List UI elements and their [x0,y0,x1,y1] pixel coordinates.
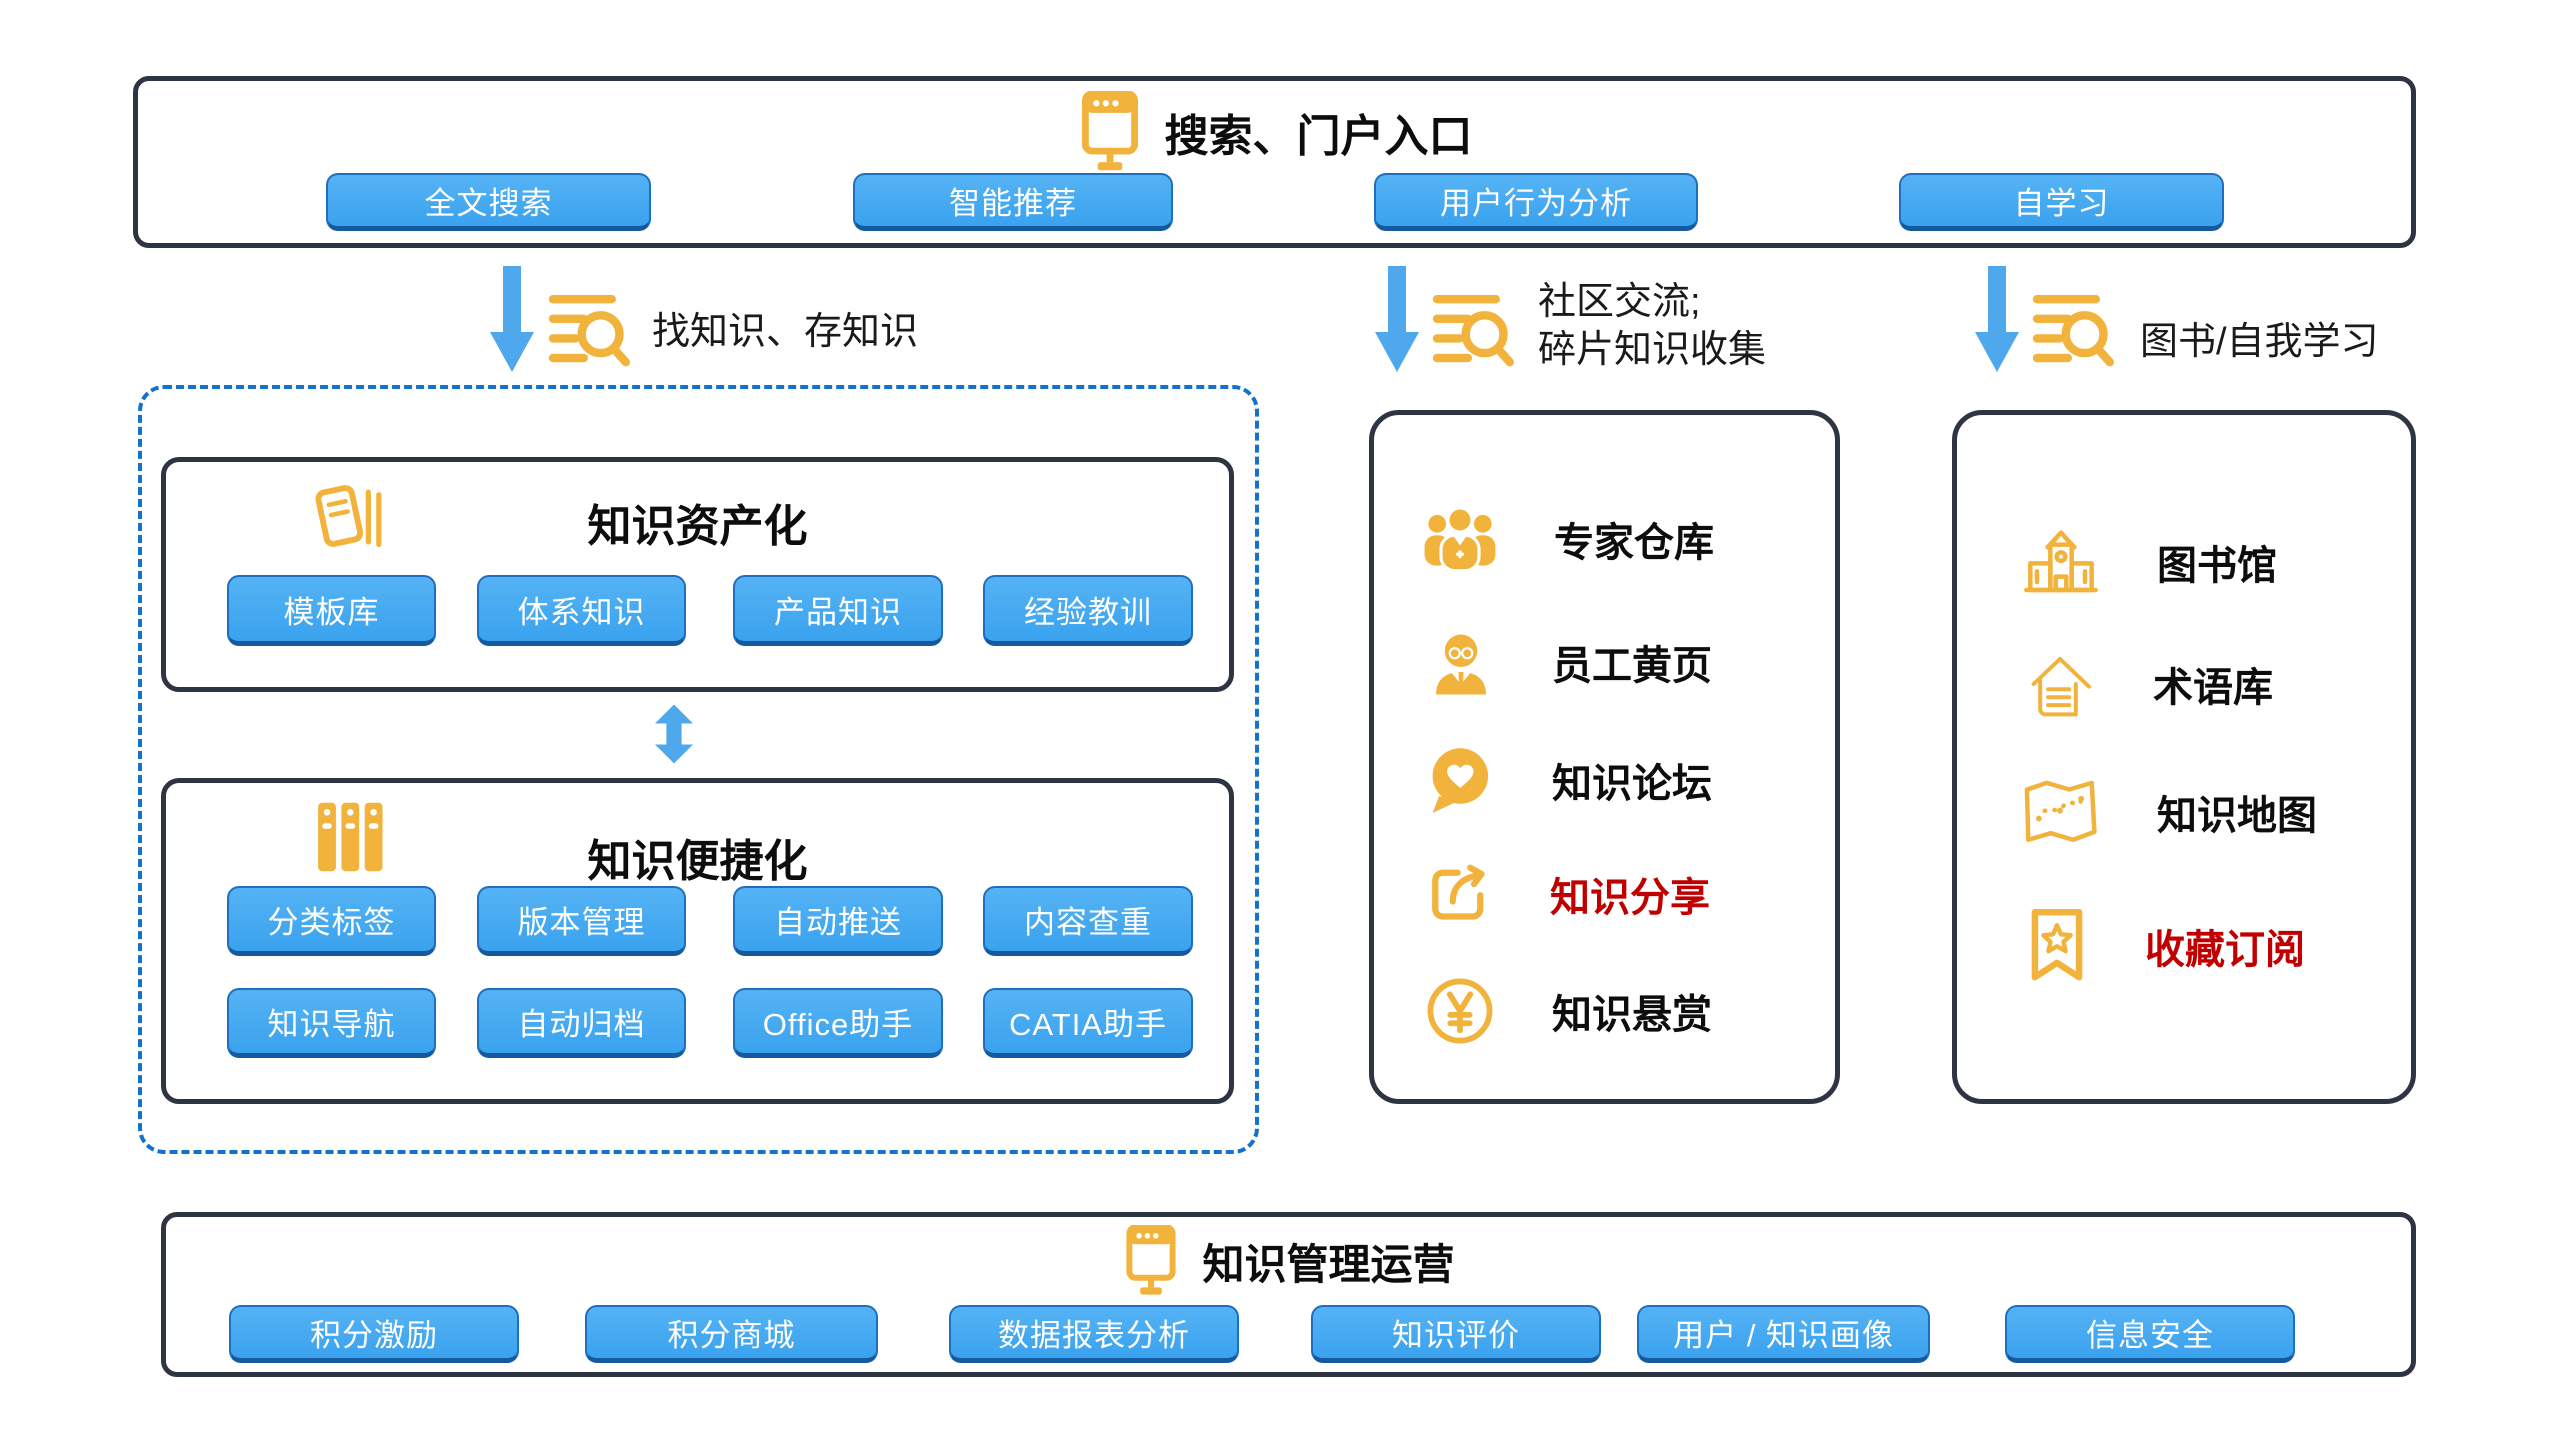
fulltext-search-button[interactable]: 全文搜索 [326,173,651,231]
catia-assistant-button[interactable]: CATIA助手 [983,988,1193,1058]
map-icon [2019,777,2101,847]
community-panel: 专家仓库 员工黄页 知识论坛 [1369,410,1840,1104]
down-arrow-icon [490,266,534,372]
self-learning-button[interactable]: 自学习 [1899,173,2224,231]
lessons-learned-button[interactable]: 经验教训 [983,575,1193,646]
asset-title: 知识资产化 [587,502,808,551]
list-item[interactable]: 知识地图 [2019,777,2317,847]
portal-panel: 搜索、门户入口 全文搜索 智能推荐 用户行为分析 自学习 [133,76,2416,248]
notebook-icon [312,484,388,550]
flow-label-find-store: 找知识、存知识 [652,311,919,353]
convenience-panel: 知识便捷化 分类标签 版本管理 自动推送 内容查重 知识导航 自动归档 Offi… [161,778,1234,1104]
list-item[interactable]: 图书馆 [2021,525,2277,599]
library-panel: 图书馆 术语库 知识地图 [1952,410,2416,1104]
down-arrow-icon [1975,266,2019,372]
library-icon [2021,525,2101,599]
product-knowledge-button[interactable]: 产品知识 [733,575,943,646]
flow-label-community-line1: 社区交流; [1538,281,1701,323]
chat-heart-icon [1422,743,1496,817]
item-label: 知识悬赏 [1552,993,1712,1037]
information-security-button[interactable]: 信息安全 [2005,1305,2295,1363]
list-item[interactable]: 知识分享 [1424,859,1710,929]
kiosk-icon [1077,91,1143,173]
flow-label-community: 社区交流; 碎片知识收集 [1538,278,1766,374]
operations-title: 知识管理运营 [1202,1240,1455,1288]
item-label: 图书馆 [2157,544,2277,588]
list-item[interactable]: 员工黄页 [1426,627,1712,697]
content-dedup-button[interactable]: 内容查重 [983,886,1193,956]
flow-label-community-line2: 碎片知识收集 [1538,329,1767,371]
portal-title-row: 搜索、门户入口 [138,91,2411,173]
binders-icon [312,800,390,874]
list-item[interactable]: 收藏订阅 [2025,907,2305,985]
house-lines-icon [2023,647,2097,721]
search-list-icon [546,288,630,372]
version-management-button[interactable]: 版本管理 [477,886,686,956]
list-item[interactable]: 知识论坛 [1422,743,1712,817]
auto-archive-button[interactable]: 自动归档 [477,988,686,1058]
employee-icon [1426,627,1496,697]
share-icon [1424,859,1494,929]
user-knowledge-profile-button[interactable]: 用户 / 知识画像 [1637,1305,1930,1363]
flow-label-books: 图书/自我学习 [2140,321,2379,363]
list-item[interactable]: 术语库 [2023,647,2273,721]
knowledge-evaluation-button[interactable]: 知识评价 [1311,1305,1601,1363]
user-behavior-button[interactable]: 用户行为分析 [1374,173,1698,231]
item-label: 知识地图 [2157,794,2317,838]
knowledge-group-dashed-box [138,385,1259,1154]
system-knowledge-button[interactable]: 体系知识 [477,575,686,646]
bookmark-star-icon [2025,907,2089,985]
search-list-icon [1430,288,1514,372]
convenience-title: 知识便捷化 [587,837,808,886]
item-label: 知识分享 [1550,876,1710,920]
smart-recommend-button[interactable]: 智能推荐 [853,173,1173,231]
item-label: 员工黄页 [1552,644,1712,688]
auto-push-button[interactable]: 自动推送 [733,886,943,956]
item-label: 知识论坛 [1552,762,1712,806]
list-item[interactable]: 知识悬赏 [1424,975,1712,1047]
item-label: 专家仓库 [1554,521,1714,565]
asset-panel: 知识资产化 模板库 体系知识 产品知识 经验教训 [161,457,1234,692]
search-list-icon [2030,288,2114,372]
item-label: 收藏订阅 [2145,928,2305,972]
points-incentive-button[interactable]: 积分激励 [229,1305,519,1363]
office-assistant-button[interactable]: Office助手 [733,988,943,1058]
data-report-button[interactable]: 数据报表分析 [949,1305,1239,1363]
operations-panel: 知识管理运营 积分激励 积分商城 数据报表分析 知识评价 用户 / 知识画像 信… [161,1212,2416,1377]
item-label: 术语库 [2153,666,2273,710]
down-arrow-icon [1375,266,1419,372]
double-arrow-icon [655,704,693,764]
template-library-button[interactable]: 模板库 [227,575,436,646]
points-mall-button[interactable]: 积分商城 [585,1305,878,1363]
category-tags-button[interactable]: 分类标签 [227,886,436,956]
yen-circle-icon [1424,975,1496,1047]
list-item[interactable]: 专家仓库 [1422,501,1714,577]
portal-title: 搜索、门户入口 [1164,112,1473,161]
operations-title-row: 知识管理运营 [166,1225,2411,1297]
kiosk-icon [1122,1225,1180,1297]
knowledge-navigation-button[interactable]: 知识导航 [227,988,436,1058]
people-group-icon [1422,501,1498,577]
